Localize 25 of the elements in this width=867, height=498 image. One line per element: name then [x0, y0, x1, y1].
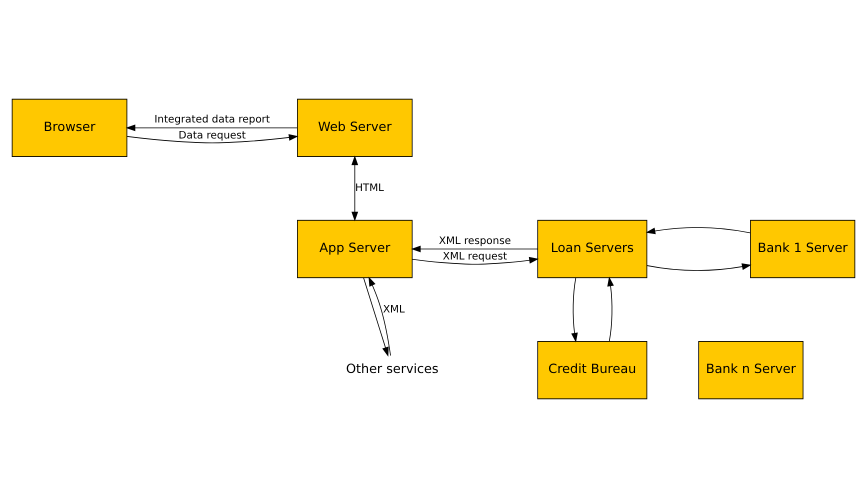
arrow: [126, 134, 298, 144]
node-box: App Server: [297, 220, 413, 278]
edge-label: XML response: [438, 234, 511, 247]
node-box: Bank 1 Server: [750, 220, 856, 278]
arrow: [607, 276, 614, 342]
node-box: Browser: [12, 98, 128, 157]
node-box: Loan Servers: [537, 220, 648, 278]
edge-label: Integrated data report: [154, 114, 270, 126]
node-text: Other services: [346, 362, 439, 378]
arrow: [646, 263, 752, 271]
node-box: Web Server: [297, 98, 413, 157]
arrow: [363, 277, 389, 357]
arrow: [126, 124, 298, 132]
arrow: [368, 276, 391, 356]
arrow: [412, 256, 539, 265]
node-box: Bank n Server: [698, 341, 804, 400]
arrow: [646, 227, 751, 234]
node-box: Credit Bureau: [537, 341, 648, 400]
edge-label: Data request: [178, 130, 246, 142]
arrow: [351, 156, 358, 222]
edge-label: HTML: [355, 182, 384, 194]
arrow: [571, 277, 578, 342]
edge-label: XML: [382, 303, 405, 316]
edge-label: XML request: [442, 250, 508, 263]
arrow: [411, 246, 538, 252]
